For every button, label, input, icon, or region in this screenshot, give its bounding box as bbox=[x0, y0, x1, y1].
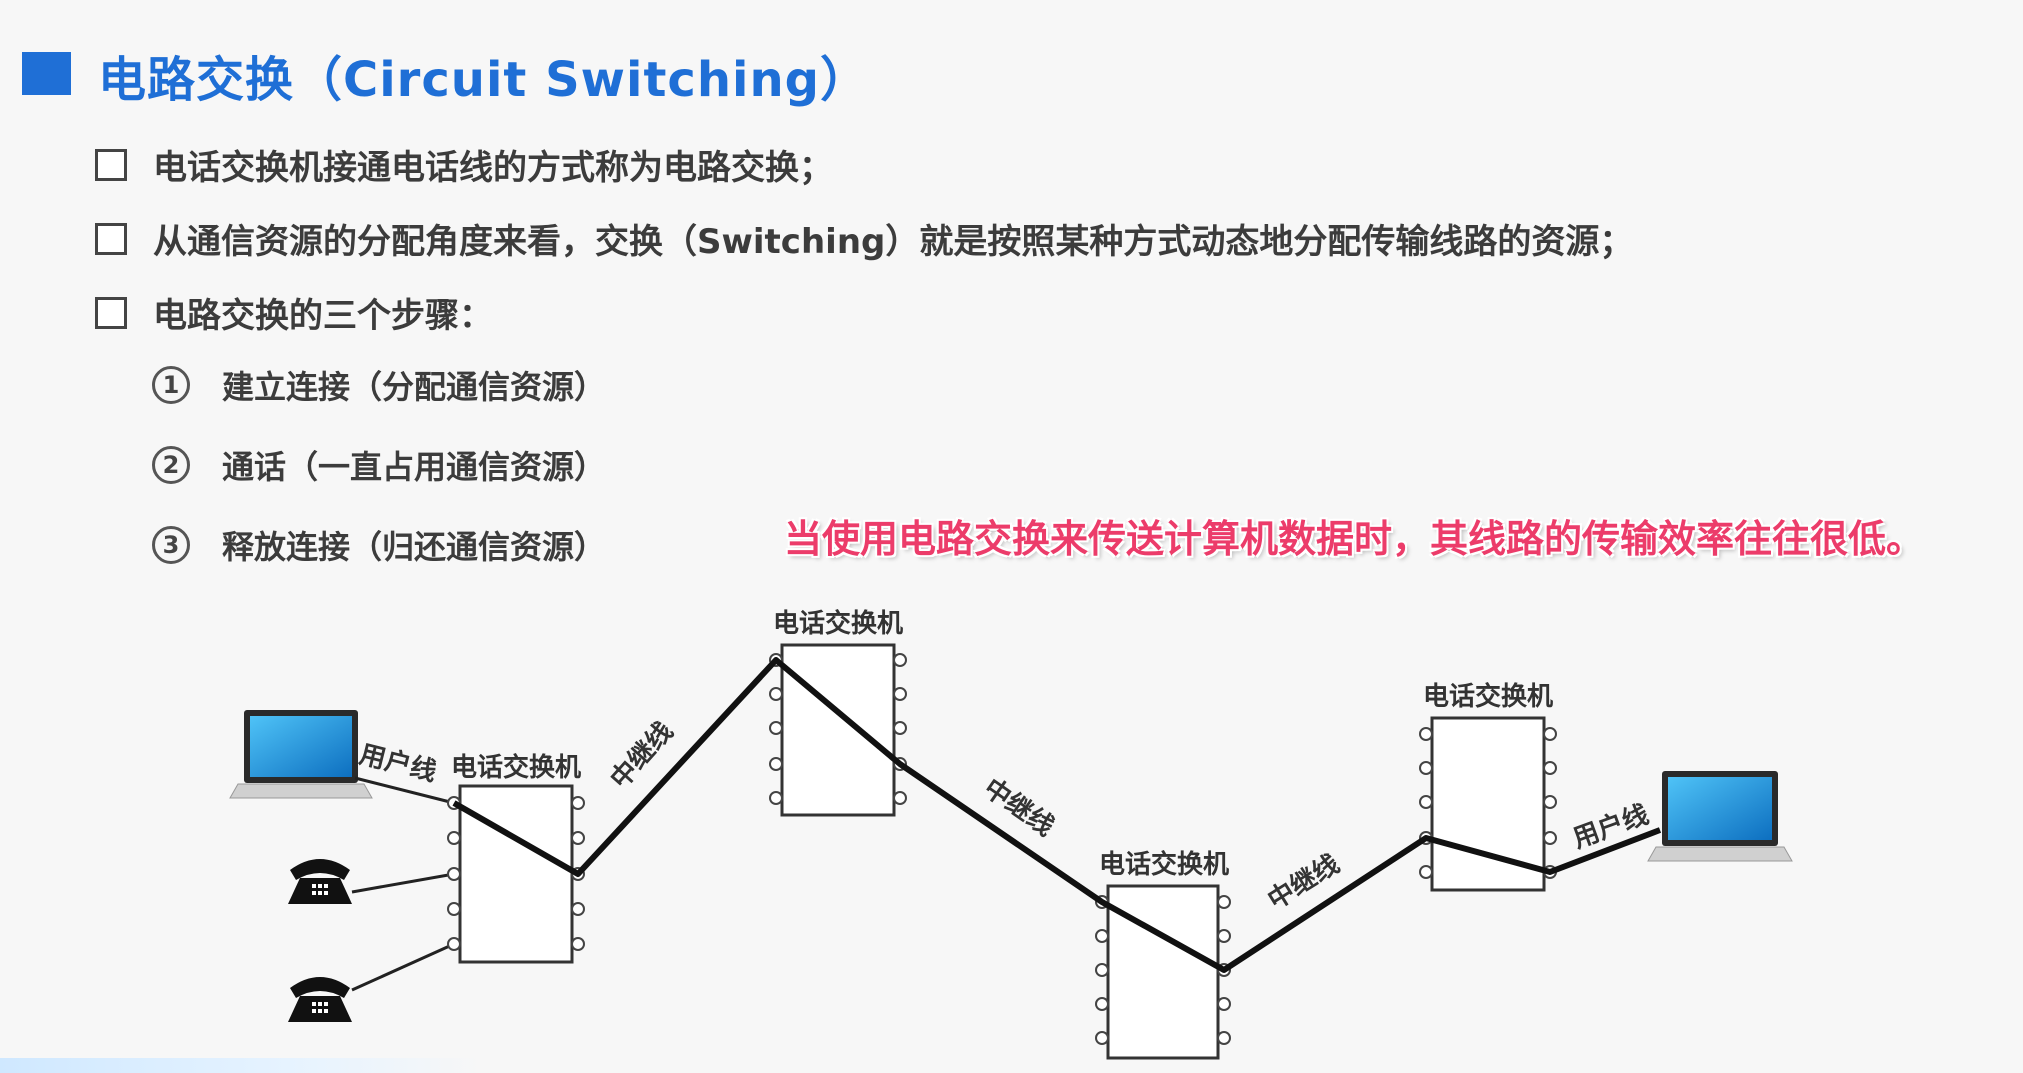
switch-label: 电话交换机 bbox=[773, 608, 903, 638]
switch-label: 电话交换机 bbox=[1423, 681, 1553, 711]
switch-box bbox=[458, 784, 574, 964]
trunk-line-label: 中继线 bbox=[1262, 848, 1344, 915]
checkbox-icon bbox=[95, 148, 127, 181]
bullet-text: 电路交换的三个步骤： bbox=[153, 296, 493, 336]
user-line-label: 用户线 bbox=[1569, 799, 1653, 854]
decorative-strip bbox=[0, 1058, 480, 1073]
trunk-line-label: 中继线 bbox=[604, 716, 678, 794]
step-number: 2 bbox=[152, 446, 190, 484]
step-number: 1 bbox=[152, 366, 190, 404]
bullet-text: 从通信资源的分配角度来看，交换（Switching）就是按照某种方式动态地分配传… bbox=[153, 222, 1634, 262]
step-text: 释放连接（归还通信资源） bbox=[222, 528, 607, 566]
trunk-line-label: 中继线 bbox=[979, 772, 1060, 841]
telephone-icon bbox=[288, 859, 352, 904]
checkbox-icon bbox=[95, 296, 127, 329]
step-text: 建立连接（分配通信资源） bbox=[222, 368, 607, 406]
laptop-icon bbox=[229, 710, 373, 799]
step-text: 通话（一直占用通信资源） bbox=[222, 448, 607, 486]
bullet-item: 电话交换机接通电话线的方式称为电路交换； bbox=[95, 140, 833, 189]
switch-label: 电话交换机 bbox=[1099, 849, 1229, 879]
switch-box bbox=[780, 643, 896, 817]
step-number: 3 bbox=[152, 526, 190, 564]
telephone-icon bbox=[288, 977, 352, 1022]
bullet-item: 从通信资源的分配角度来看，交换（Switching）就是按照某种方式动态地分配传… bbox=[95, 214, 1633, 263]
bullet-item: 电路交换的三个步骤： bbox=[95, 288, 493, 337]
slide-title: 电路交换（Circuit Switching） bbox=[98, 52, 870, 108]
step-item: 3 释放连接（归还通信资源） bbox=[152, 522, 606, 568]
circuit-path bbox=[452, 657, 1662, 973]
title-marker bbox=[22, 52, 71, 95]
step-item: 1 建立连接（分配通信资源） bbox=[152, 362, 606, 408]
checkbox-icon bbox=[95, 222, 127, 255]
switch-label: 电话交换机 bbox=[451, 752, 581, 782]
step-item: 2 通话（一直占用通信资源） bbox=[152, 442, 606, 488]
callout-text: 当使用电路交换来传送计算机数据时，其线路的传输效率往往很低。 bbox=[784, 517, 1925, 561]
bullet-text: 电话交换机接通电话线的方式称为电路交换； bbox=[153, 148, 833, 188]
laptop-icon bbox=[1647, 771, 1793, 862]
user-line-label: 用户线 bbox=[357, 739, 440, 787]
